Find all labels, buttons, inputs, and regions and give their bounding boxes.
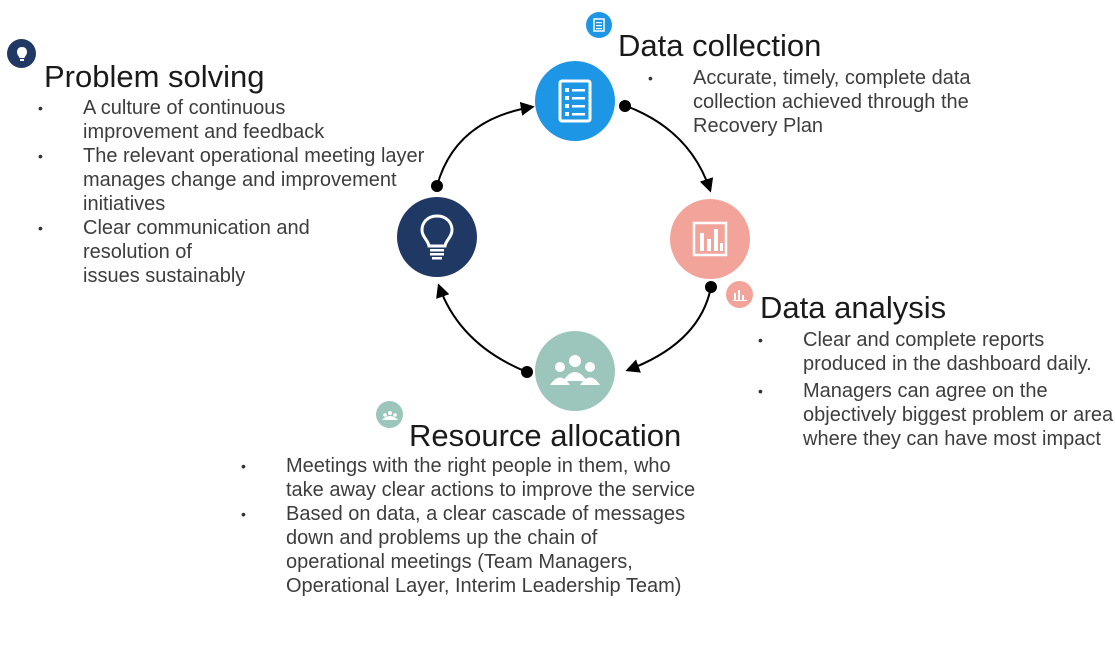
list-item: Managers can agree on the objectively bi… (758, 379, 1115, 451)
bulb-icon (7, 39, 36, 68)
arrow-allocation-to-problem-solving (436, 283, 533, 378)
data-analysis-heading: Data analysis (760, 290, 947, 325)
chart-icon (726, 281, 753, 308)
list-item: Accurate, timely, complete data collecti… (648, 66, 1008, 138)
data-analysis-bullets: Clear and complete reports produced in t… (758, 328, 1115, 451)
document-list-icon (558, 79, 592, 123)
problem-solving-heading: Problem solving (44, 59, 265, 94)
list-item: Clear and complete reports produced in t… (758, 328, 1115, 376)
resource-allocation-heading: Resource allocation (409, 418, 682, 453)
list-item: Meetings with the right people in them, … (241, 454, 706, 502)
arrow-problem-solving-to-collection (431, 101, 535, 192)
problem-solving-bullets: A culture of continuous improvement and … (38, 96, 428, 288)
list-item: Based on data, a clear cascade of messag… (241, 502, 696, 598)
data-collection-node (535, 61, 615, 141)
arrow-analysis-to-allocation (625, 281, 717, 373)
resource-allocation-bullets: Meetings with the right people in them, … (241, 454, 719, 598)
people-icon (376, 401, 403, 428)
data-collection-bullets: Accurate, timely, complete data collecti… (648, 66, 1008, 138)
document-icon (586, 12, 612, 38)
list-item: issues sustainably (83, 265, 246, 287)
list-item: A culture of continuous improvement and … (38, 96, 383, 144)
data-collection-heading: Data collection (618, 28, 822, 63)
people-group-icon (550, 355, 600, 385)
bar-chart-icon (692, 221, 728, 257)
lightbulb-icon (420, 214, 454, 260)
list-item: The relevant operational meeting layer m… (38, 144, 433, 216)
resource-allocation-node (535, 331, 615, 411)
data-analysis-node (670, 199, 750, 279)
list-item: Clear communication and resolution of (38, 216, 383, 264)
